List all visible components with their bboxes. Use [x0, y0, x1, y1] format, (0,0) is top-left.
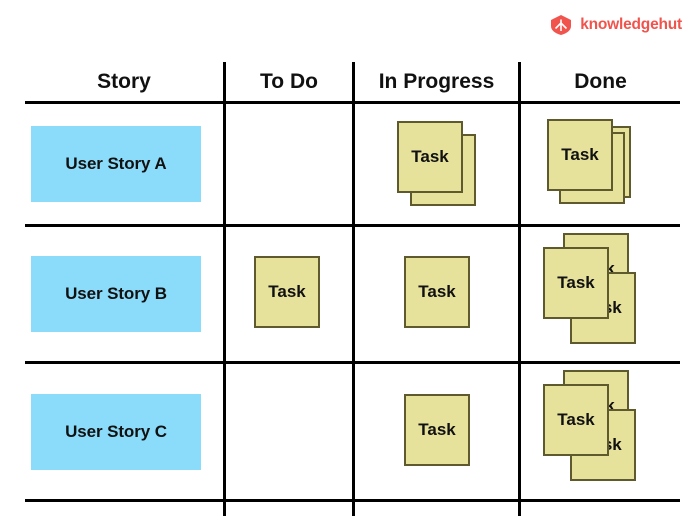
done-cell-a[interactable]: Task	[521, 104, 680, 224]
column-divider-todo-progress	[352, 62, 355, 516]
todo-cell-c[interactable]	[226, 364, 352, 499]
column-divider-story-todo	[223, 62, 226, 516]
column-divider-progress-done	[518, 62, 521, 516]
story-chip-b[interactable]: User Story B	[31, 256, 201, 332]
task-stack: Task	[355, 364, 518, 499]
done-cell-c[interactable]: Task Task Task	[521, 364, 680, 499]
todo-cell-a[interactable]	[226, 104, 352, 224]
task-stack: Task	[355, 104, 518, 224]
in-progress-cell-b[interactable]: Task	[355, 227, 518, 361]
task-card[interactable]: Task	[404, 394, 470, 466]
story-cell-a: User Story A	[25, 104, 223, 224]
done-cell-b[interactable]: Task Task Task	[521, 227, 680, 361]
task-stack: Task	[521, 104, 680, 224]
task-card[interactable]: Task	[547, 119, 613, 191]
in-progress-cell-c[interactable]: Task	[355, 364, 518, 499]
column-header-story: Story	[97, 70, 151, 93]
task-stack: Task Task Task	[521, 227, 680, 361]
story-cell-b: User Story B	[25, 227, 223, 361]
brand-name: knowledgehut	[580, 16, 682, 34]
task-stack: Task Task Task	[521, 364, 680, 499]
story-chip-a[interactable]: User Story A	[31, 126, 201, 202]
task-stack	[226, 104, 352, 224]
task-card[interactable]: Task	[254, 256, 320, 328]
task-card[interactable]: Task	[404, 256, 470, 328]
knowledgehut-logo-icon	[551, 15, 572, 35]
column-header-in-progress: In Progress	[378, 70, 495, 93]
task-stack: Task	[226, 227, 352, 361]
task-stack: Task	[355, 227, 518, 361]
story-chip-c[interactable]: User Story C	[31, 393, 201, 470]
task-card[interactable]: Task	[397, 121, 463, 193]
brand-logo: knowledgehut	[549, 14, 682, 36]
column-header-todo: To Do	[260, 70, 318, 93]
in-progress-cell-a[interactable]: Task	[355, 104, 518, 224]
todo-cell-b[interactable]: Task	[226, 227, 352, 361]
task-card[interactable]: Task	[543, 384, 609, 456]
task-card[interactable]: Task	[543, 247, 609, 319]
task-stack	[226, 364, 352, 499]
column-header-done: Done	[574, 70, 627, 93]
story-cell-c: User Story C	[25, 364, 223, 499]
